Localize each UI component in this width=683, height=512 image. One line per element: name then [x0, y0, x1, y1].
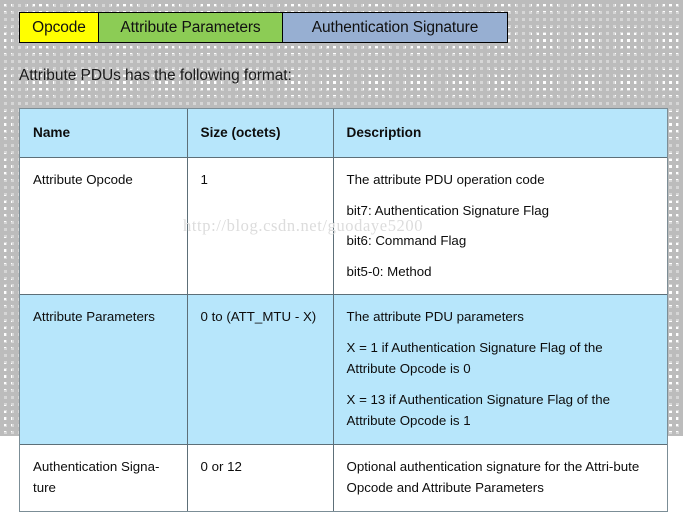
pdu-fields-table: Name Size (octets) Description Attribute…: [20, 109, 667, 511]
attribute-pdu-table: Name Size (octets) Description Attribute…: [19, 108, 668, 512]
cell-size: 1: [187, 157, 334, 296]
description-line: X = 13 if Authentication Signature Flag …: [346, 391, 611, 429]
description-line: bit6: Command Flag: [346, 233, 467, 249]
description-line: X = 1 if Authentication Signature Flag o…: [346, 339, 603, 377]
pdu-format-banner: Opcode Attribute Parameters Authenticati…: [19, 12, 508, 43]
table-header-row: Name Size (octets) Description: [20, 109, 667, 159]
description-line: bit7: Authentication Signature Flag: [346, 202, 550, 218]
table-head: Name Size (octets) Description: [20, 109, 667, 159]
page-caption: Attribute PDUs has the following format:: [19, 67, 292, 84]
table-row: Attribute Parameters 0 to (ATT_MTU - X) …: [20, 294, 667, 445]
description-line: bit5-0: Method: [346, 263, 432, 279]
cell-name: Attribute Parameters: [20, 294, 188, 445]
cell-name: Authentication Signa-ture: [20, 444, 188, 511]
description-line: The attribute PDU parameters: [346, 309, 524, 325]
cell-description: Optional authentication signature for th…: [333, 444, 667, 511]
column-header-name: Name: [20, 109, 188, 159]
cell-size: 0 or 12: [187, 444, 334, 511]
cell-name: Attribute Opcode: [20, 157, 188, 296]
description-line: The attribute PDU operation code: [346, 172, 545, 188]
cell-description: The attribute PDU operation code bit7: A…: [333, 157, 667, 296]
column-header-size: Size (octets): [187, 109, 334, 159]
column-header-description: Description: [333, 109, 667, 159]
cell-size: 0 to (ATT_MTU - X): [187, 294, 334, 445]
pdu-field-opcode: Opcode: [20, 13, 99, 42]
table-body: Attribute Opcode 1 The attribute PDU ope…: [20, 157, 667, 511]
table-row: Authentication Signa-ture 0 or 12 Option…: [20, 444, 667, 511]
pdu-field-attribute-parameters: Attribute Parameters: [99, 13, 283, 42]
description-line: Optional authentication signature for th…: [346, 458, 640, 496]
page-content: Opcode Attribute Parameters Authenticati…: [19, 12, 668, 512]
pdu-field-authentication-signature: Authentication Signature: [283, 13, 507, 42]
cell-description: The attribute PDU parameters X = 1 if Au…: [333, 294, 667, 445]
table-row: Attribute Opcode 1 The attribute PDU ope…: [20, 157, 667, 296]
